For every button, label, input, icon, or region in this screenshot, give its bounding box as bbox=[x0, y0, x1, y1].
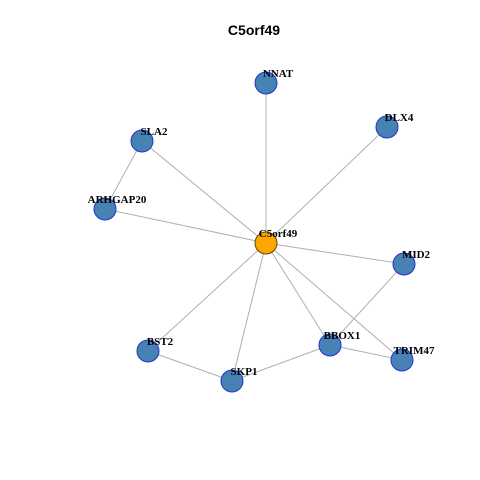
node-bbox1[interactable] bbox=[318, 333, 342, 357]
node-label-skp1: SKP1 bbox=[231, 366, 258, 378]
edge-c5orf49-bbox1 bbox=[265, 242, 331, 346]
node-label-dlx4: DLX4 bbox=[385, 112, 414, 124]
edge-c5orf49-sla2 bbox=[141, 140, 267, 244]
edge-bbox1-trim47 bbox=[329, 344, 403, 361]
edge-c5orf49-trim47 bbox=[265, 242, 403, 361]
edge-sla2-arhgap20 bbox=[104, 140, 143, 210]
node-label-mid2: MID2 bbox=[402, 249, 431, 261]
node-label-arhgap20: ARHGAP20 bbox=[88, 194, 147, 206]
node-nnat[interactable] bbox=[254, 71, 278, 95]
diagram-title: C5orf49 bbox=[228, 22, 280, 38]
node-label-bbox1: BBOX1 bbox=[324, 330, 361, 342]
label-layer: C5orf49 NNAT DLX4SLA2ARHGAP20MID2BBOX1TRIM… bbox=[88, 68, 435, 378]
node-layer bbox=[93, 71, 416, 393]
node-trim47[interactable] bbox=[390, 348, 414, 372]
edge-c5orf49-dlx4 bbox=[265, 126, 388, 244]
edge-bbox1-skp1 bbox=[231, 344, 331, 382]
node-bst2[interactable] bbox=[136, 339, 160, 363]
node-dlx4[interactable] bbox=[375, 115, 399, 139]
node-label-bst2: BST2 bbox=[147, 336, 174, 348]
node-label-c5orf49: C5orf49 bbox=[259, 228, 298, 240]
node-label-trim47: TRIM47 bbox=[394, 345, 435, 357]
edge-c5orf49-skp1 bbox=[231, 242, 267, 382]
node-label-sla2: SLA2 bbox=[141, 126, 168, 138]
edge-c5orf49-arhgap20 bbox=[104, 208, 267, 244]
node-skp1[interactable] bbox=[220, 369, 244, 393]
node-sla2[interactable] bbox=[130, 129, 154, 153]
edge-bst2-skp1 bbox=[147, 350, 233, 382]
node-mid2[interactable] bbox=[392, 252, 416, 276]
node-c5orf49[interactable] bbox=[254, 231, 278, 255]
node-arhgap20[interactable] bbox=[93, 197, 117, 221]
edge-mid2-bbox1 bbox=[329, 263, 405, 346]
edge-c5orf49-bst2 bbox=[147, 242, 267, 352]
node-label-nnat: NNAT bbox=[263, 68, 294, 80]
edge-c5orf49-mid2 bbox=[265, 242, 405, 265]
edge-layer bbox=[104, 83, 405, 382]
